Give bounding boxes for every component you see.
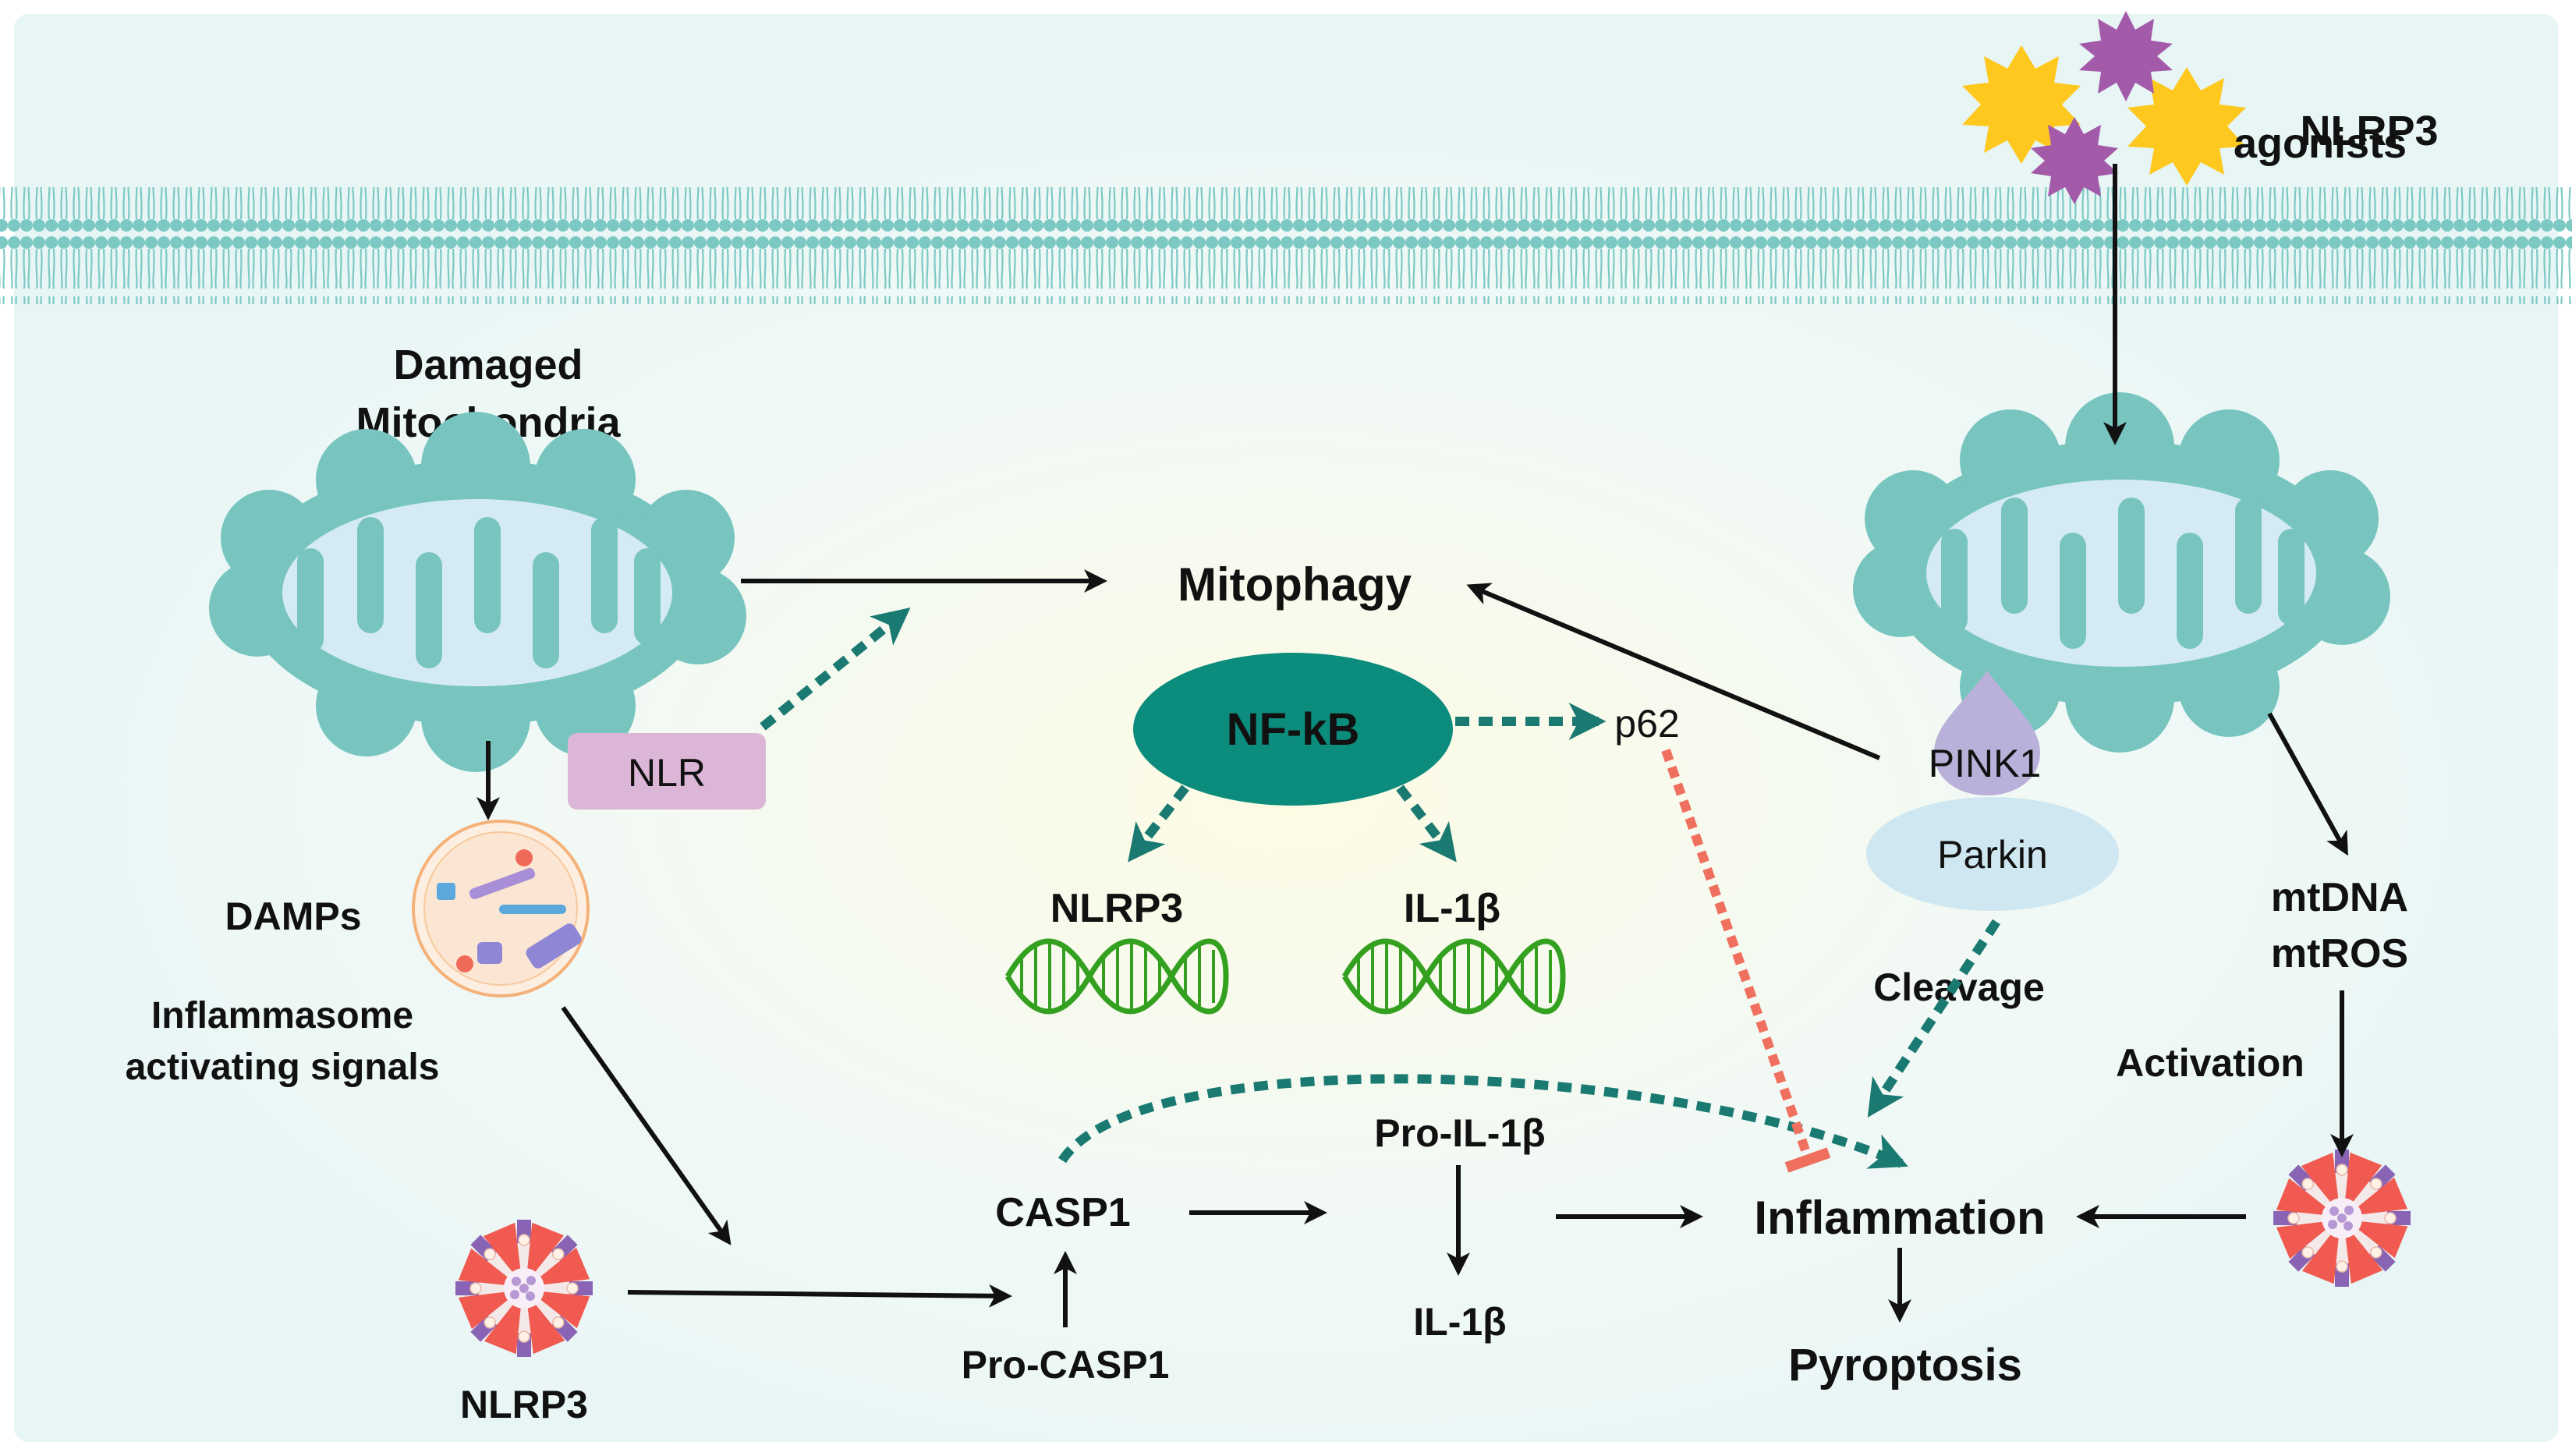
damps-vesicle-icon [412, 820, 590, 997]
mitophagy-label: Mitophagy [1178, 558, 1412, 611]
nlrp3-dna-icon [1004, 938, 1229, 1015]
damaged-mitochondrion-icon [209, 412, 746, 772]
mitochondrion-icon [1853, 392, 2390, 753]
cleavage-label: Cleavage [1873, 965, 2045, 1009]
arrow-nlrp3-to-casp1 [627, 1284, 1012, 1308]
nfkb-node [1133, 653, 1453, 806]
inhibit-p62-inflammation [1661, 749, 1831, 1173]
arrow-mito-to-mtdna [2267, 712, 2348, 856]
activated-inflammasome-icon [2273, 1149, 2411, 1288]
inflammasome-signals-label: Inflammasome [151, 995, 413, 1036]
il1b-gene-label: IL-1β [1404, 886, 1500, 931]
il1b-dna-icon [1341, 938, 1566, 1015]
arrow-pink1-to-mitophagy [1466, 583, 1881, 760]
p62-label: p62 [1614, 702, 1679, 746]
pyroptosis-label: Pyroptosis [1788, 1340, 2022, 1390]
arrow-parkin-to-inflammation [1867, 919, 2001, 1118]
solid-arrows [476, 164, 2354, 1327]
pink1-shape [1934, 671, 2040, 795]
damps-label: DAMPs [225, 895, 361, 938]
inflammation-label: Inflammation [1754, 1192, 2045, 1244]
parkin-label: Parkin [1937, 833, 2048, 877]
il1b-label: IL-1β [1413, 1300, 1506, 1344]
mtdna-label: mtDNA [2271, 875, 2408, 920]
nlrp3-inflammasome-icon [455, 1219, 593, 1358]
casp1-label: CASP1 [995, 1190, 1130, 1235]
dotted-arrows [760, 607, 2001, 1169]
arrow-damps-to-nlrp3 [561, 1006, 732, 1245]
mtros-label: mtROS [2271, 931, 2408, 976]
damaged-mitochondria-label: Damaged [393, 342, 583, 388]
nlrp3-agonists-label-2: agonists [2234, 120, 2407, 167]
nlr-label: NLR [628, 751, 706, 795]
arrow-nlr-to-mitophagy [760, 607, 911, 731]
nlrp3-agonists-icon [1962, 11, 2246, 204]
nlrp3-complex-label: NLRP3 [460, 1383, 588, 1426]
nlrp3-agonists-label: NLRP3 [2300, 108, 2438, 154]
arrow-nfkb-to-nlrp3 [1128, 785, 1189, 863]
cell-membrane [0, 187, 2572, 304]
nlr-box [568, 733, 766, 809]
nfkb-label: NF-kB [1227, 704, 1360, 755]
parkin-shape [1866, 797, 2119, 911]
arrow-nfkb-to-il1b [1396, 785, 1457, 863]
arrow-casp1-to-inflammation [1057, 1074, 1908, 1169]
pink1-label: PINK1 [1929, 742, 2042, 785]
nlrp3-gene-label: NLRP3 [1050, 886, 1183, 931]
pro-il1b-label: Pro-IL-1β [1374, 1111, 1545, 1155]
inflammasome-signals-label-2: activating signals [126, 1047, 440, 1088]
activation-label: Activation [2116, 1041, 2305, 1085]
pro-casp1-label: Pro-CASP1 [962, 1343, 1170, 1387]
